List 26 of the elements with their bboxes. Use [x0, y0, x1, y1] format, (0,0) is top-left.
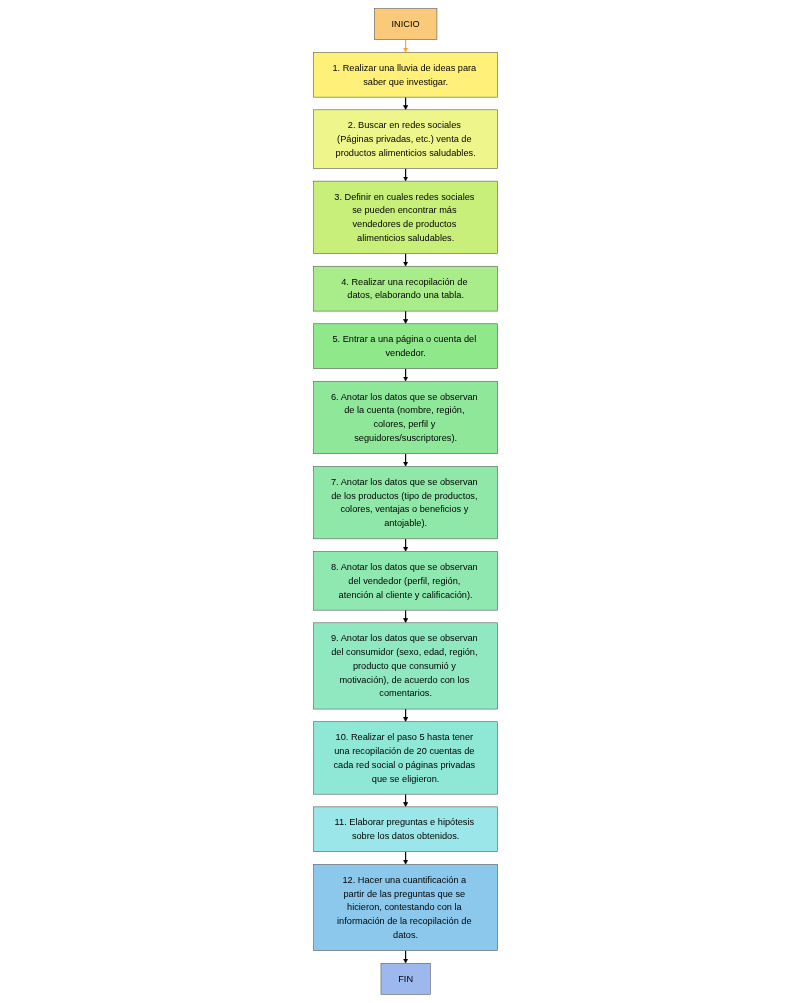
node-box: 1. Realizar una lluvia de ideas para saber que investigar.: [313, 52, 498, 98]
node-box: 11. Elaborar preguntas e hipótesis sobre los datos obtenidos.: [313, 806, 498, 852]
arrow: [402, 253, 408, 267]
arrow: [402, 950, 408, 964]
arrow: [402, 538, 408, 552]
arrow: [402, 39, 408, 53]
node-box: 3. Definir en cuales redes sociales se pueden encontrar más vendedores de productos alimenticios saludables.: [313, 180, 498, 254]
arrow: [402, 96, 408, 111]
node-box: 9. Anotar los datos que se observan del consumidor (sexo, edad, región, producto que consumió y motivación), de acuerdo con los comentarios.: [313, 622, 498, 710]
node-box: INICIO: [373, 8, 438, 40]
node-box: FIN: [380, 963, 431, 995]
node-box: 10. Realizar el paso 5 hasta tener una recopilación de 20 cuentas de cada red social o páginas privadas que se eligieron.: [313, 721, 498, 795]
node-box: 2. Buscar en redes sociales (Páginas privadas, etc.) venta de productos alimenticios saludables.: [313, 109, 498, 169]
arrow: [402, 167, 408, 182]
arrow: [402, 851, 408, 865]
arrow: [402, 368, 408, 382]
arrow: [402, 453, 408, 467]
arrow: [402, 310, 408, 324]
node-box: 5. Entrar a una página o cuenta del vendedor.: [313, 323, 498, 369]
node-box: 12. Hacer una cuantificación a partir de las preguntas que se hicieron, contestando con la información de la recopilación de datos.: [313, 864, 498, 951]
node-box: 4. Realizar una recopilación de datos, elaborando una tabla.: [313, 266, 498, 312]
arrow: [402, 609, 408, 624]
arrow: [402, 793, 408, 808]
node-box: 8. Anotar los datos que se observan del vendedor (perfil, región, atención al cliente y calificación).: [313, 551, 498, 611]
node-box: 6. Anotar los datos que se observan de la cuenta (nombre, región, colores, perfil y seguidores/suscriptores).: [313, 381, 498, 455]
node-box: 7. Anotar los datos que se observan de los productos (tipo de productos, colores, ventajas o beneficios y antojable).: [313, 466, 498, 540]
